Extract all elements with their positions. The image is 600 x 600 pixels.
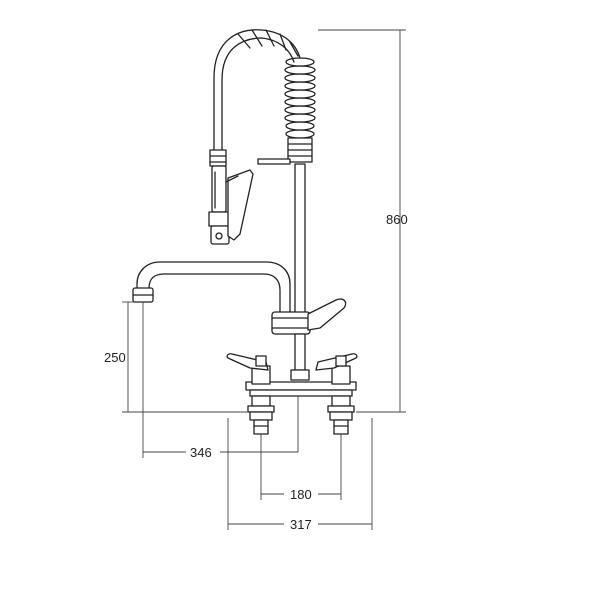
dim-tap-centres: 180 [260, 434, 342, 502]
spring-coils [237, 29, 316, 139]
dim-label-250: 250 [104, 350, 126, 365]
spray-trigger [227, 169, 254, 241]
mixer-body [271, 298, 347, 381]
spray-gun-head [208, 149, 254, 245]
centre-lever-handle [307, 298, 347, 331]
dim-label-860: 860 [386, 212, 408, 227]
right-tail-fixing [327, 395, 355, 435]
dim-label-317: 317 [290, 517, 312, 532]
left-tap [226, 353, 271, 385]
riser-pipe [294, 163, 306, 315]
right-tap [315, 353, 358, 385]
dim-overall-width: 317 [227, 418, 373, 532]
left-tail-fixing [247, 395, 275, 435]
pre-rinse-spring-assembly [213, 29, 316, 315]
hook-holder [257, 158, 291, 165]
dim-label-180: 180 [290, 487, 312, 502]
dim-label-346: 346 [190, 445, 212, 460]
deck-bridge [226, 353, 358, 452]
dim-overall-height: 860 [318, 29, 408, 413]
dim-spout-height: 250 [104, 301, 248, 413]
dim-spout-reach: 346 [142, 302, 298, 460]
swivel-spout [132, 261, 291, 313]
